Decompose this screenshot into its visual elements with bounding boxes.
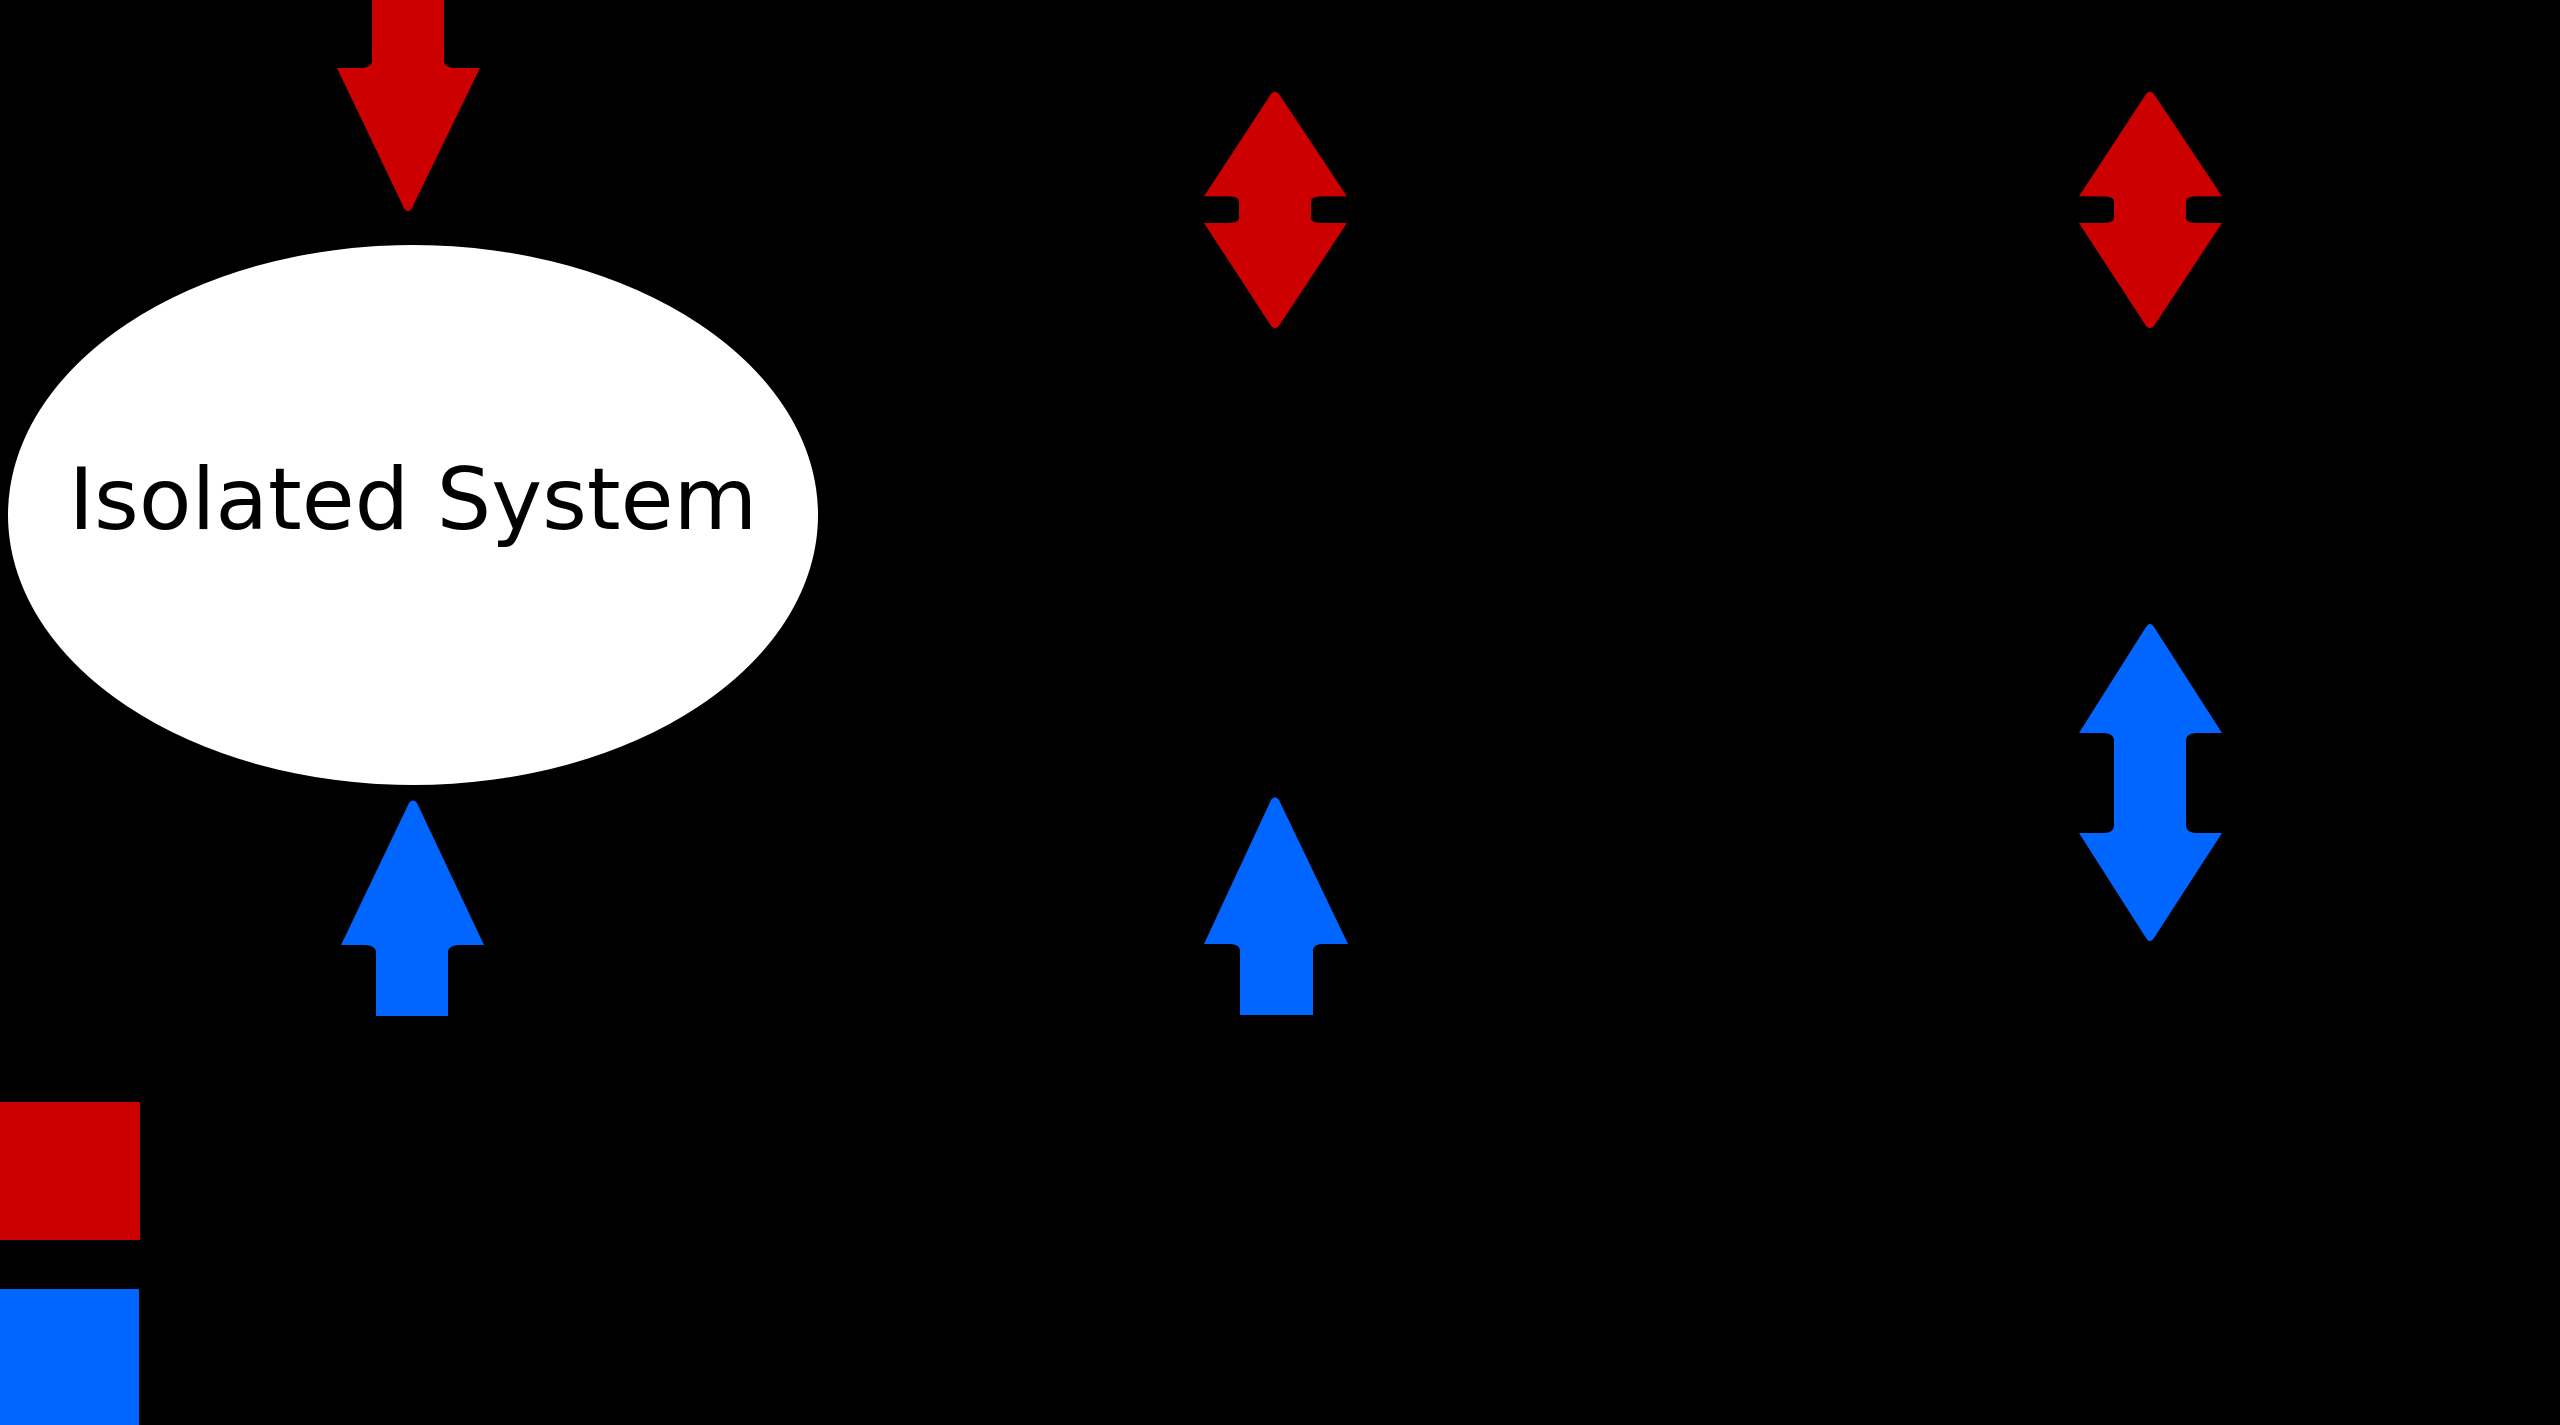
heat-exchange-arrow-middle — [1204, 91, 1347, 329]
heat-exchange-arrow-right — [2079, 91, 2222, 329]
work-exchange-arrow-right — [2079, 624, 2222, 941]
isolated-system-label: Isolated System — [68, 450, 758, 550]
red-down-arrow-shape — [337, 0, 480, 211]
work-outflow-arrow-left — [341, 800, 484, 1016]
system-ellipse-shape — [8, 245, 818, 785]
blue-up-arrow-shape-middle — [1204, 797, 1348, 1015]
isolated-system-ellipse — [8, 245, 818, 785]
blue-double-arrow-shape-right — [2079, 624, 2222, 941]
red-double-arrow-shape-right — [2079, 91, 2222, 329]
work-outflow-arrow-middle — [1204, 797, 1348, 1015]
blue-up-arrow-shape — [341, 800, 484, 1016]
red-double-arrow-shape-middle — [1204, 91, 1347, 329]
legend-swatch-blue — [0, 1289, 139, 1425]
legend-swatch-red — [0, 1102, 140, 1240]
heat-inflow-arrow-left — [337, 0, 480, 211]
